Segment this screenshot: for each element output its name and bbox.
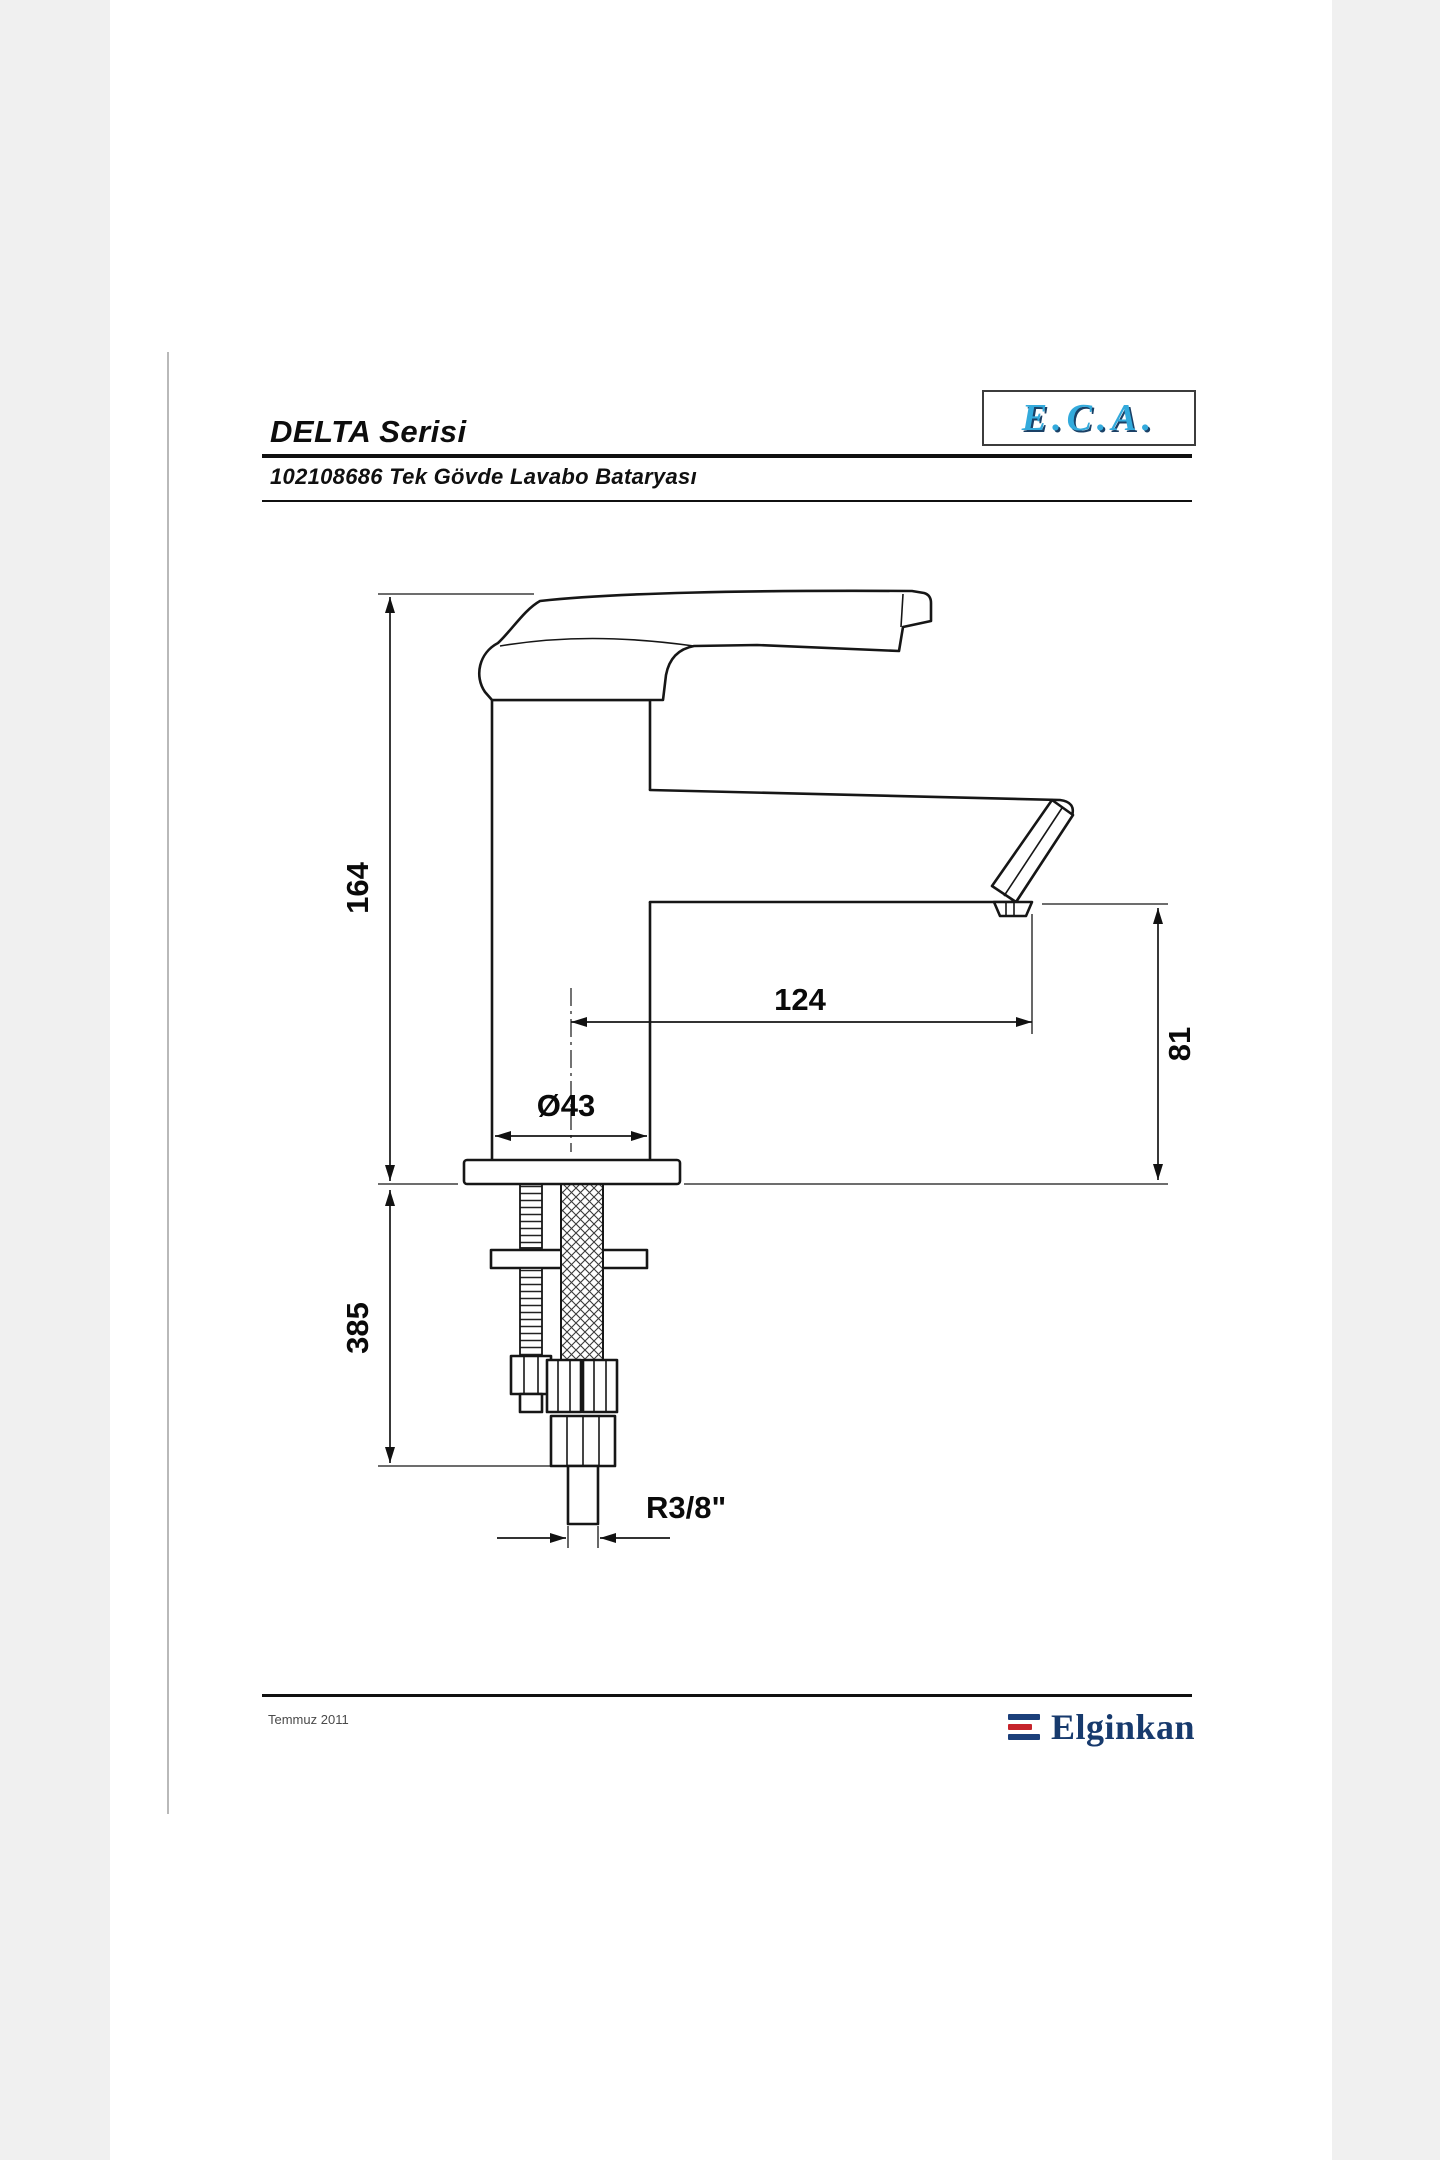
stud-nut <box>509 1354 553 1396</box>
aerator <box>990 798 1075 918</box>
base-plate <box>462 1158 682 1186</box>
footer-rule <box>262 1694 1192 1697</box>
dim-spout-height: 81 <box>684 903 1197 1185</box>
header-rule-secondary <box>262 500 1192 502</box>
faucet-lever <box>477 589 933 702</box>
elginkan-logo: Elginkan <box>1008 1706 1195 1748</box>
elginkan-logo-text: Elginkan <box>1051 1707 1196 1747</box>
dim-total-height: 164 <box>340 593 534 1185</box>
dim-label-spout-reach: 124 <box>774 982 826 1017</box>
dim-spout-reach: 124 <box>571 914 1033 1034</box>
flex-hose <box>545 1183 619 1526</box>
footer-date: Temmuz 2011 <box>268 1712 349 1727</box>
eca-logo: E.C.A. <box>982 390 1196 446</box>
faucet-spout <box>646 788 1075 918</box>
header-rule-primary <box>262 454 1192 458</box>
dim-label-body-diameter: Ø43 <box>537 1088 596 1123</box>
dim-label-spout-height: 81 <box>1162 1027 1197 1061</box>
hose-nut-left <box>545 1358 583 1414</box>
eca-logo-text: E.C.A. <box>1021 397 1157 439</box>
elginkan-bars-icon <box>1008 1714 1040 1740</box>
dim-below-counter: 385 <box>340 1190 555 1467</box>
dim-label-connection-thread: R3/8" <box>646 1490 726 1525</box>
technical-drawing: 164 385 124 81 Ø43 <box>340 589 1197 1548</box>
dim-label-total-height: 164 <box>340 861 375 913</box>
mounting-stud <box>509 1183 553 1414</box>
supply-pipe <box>566 1464 600 1526</box>
datasheet-page: DELTA Serisi E.C.A. 102108686 Tek Gövde … <box>110 0 1332 2160</box>
product-title: 102108686 Tek Gövde Lavabo Bataryası <box>270 464 698 489</box>
hose-nut-right <box>581 1358 619 1414</box>
series-title: DELTA Serisi <box>270 414 467 449</box>
dim-connection-thread: R3/8" <box>497 1490 726 1548</box>
dim-label-below-counter: 385 <box>340 1302 375 1354</box>
below-deck-assembly <box>489 1183 649 1526</box>
page-crease-line <box>167 352 169 1814</box>
dim-body-diameter: Ø43 <box>495 1088 647 1141</box>
